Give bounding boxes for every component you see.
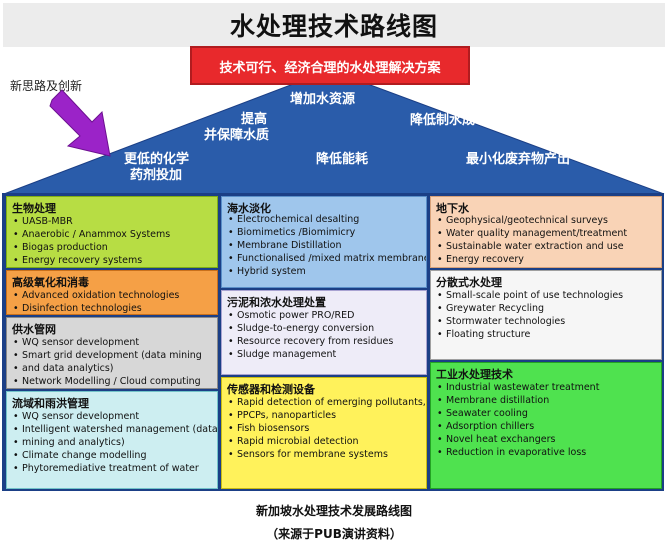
- list-item: Rapid detection of emerging pollutants,: [228, 396, 426, 409]
- list-item: Sensors for membrane systems: [228, 448, 426, 461]
- purple-arrow-icon: [49, 89, 111, 157]
- list-item: Phytoremediative treatment of water: [13, 462, 217, 475]
- list-item: Rapid microbial detection: [228, 435, 426, 448]
- box-advanced-oxidation: 高级氧化和消毒 Advanced oxidation technologies …: [6, 270, 218, 315]
- solution-banner-text: 技术可行、经济合理的水处理解决方案: [219, 61, 441, 76]
- figure-source: （来源于PUB演讲资料）: [266, 527, 402, 541]
- list-item: Membrane Distillation: [228, 239, 426, 252]
- box-title: 污泥和浓水处理处置: [227, 296, 326, 309]
- list-item: Electrochemical desalting: [228, 213, 426, 226]
- box-title: 流域和雨洪管理: [12, 397, 89, 410]
- list-item: UASB-MBR: [13, 215, 170, 228]
- roof-label-energy: 降低能耗: [316, 152, 369, 167]
- list-item: Greywater Recycling: [437, 302, 623, 315]
- box-industrial: 工业水处理技术 Industrial wastewater treatment …: [430, 362, 662, 489]
- box-decentralized: 分散式水处理 Small-scale point of use technolo…: [430, 270, 662, 360]
- title-bar: [3, 3, 665, 47]
- list-item: Sludge-to-energy conversion: [228, 322, 393, 335]
- box-title: 供水管网: [12, 323, 56, 336]
- list-item: PPCPs, nanoparticles: [228, 409, 426, 422]
- list-item: WQ sensor development: [13, 410, 217, 423]
- list-item: and data analytics): [13, 362, 202, 375]
- box-title: 海水淡化: [227, 202, 271, 215]
- box-list: Small-scale point of use technologies Gr…: [437, 289, 623, 341]
- list-item: Advanced oxidation technologies: [13, 289, 179, 302]
- list-item: Membrane distillation: [437, 394, 599, 407]
- list-item: Intelligent watershed management (data: [13, 423, 217, 436]
- box-list: WQ sensor development Intelligent waters…: [13, 410, 217, 475]
- list-item: Functionalised /mixed matrix membrane: [228, 252, 426, 265]
- box-title: 地下水: [436, 202, 469, 215]
- roof-label-waste: 最小化废弃物产出: [466, 152, 571, 167]
- list-item: Floating structure: [437, 328, 623, 341]
- list-item: Biomimetics /Biomimicry: [228, 226, 426, 239]
- roof-label-chemicals-2: 药剂投加: [130, 168, 183, 183]
- list-item: Reduction in evaporative loss: [437, 446, 599, 459]
- page-title: 水处理技术路线图: [229, 12, 438, 41]
- list-item: Anaerobic / Anammox Systems: [13, 228, 170, 241]
- new-ideas-label: 新思路及创新: [10, 79, 83, 93]
- list-item: Sludge management: [228, 348, 393, 361]
- list-item: Biogas production: [13, 241, 170, 254]
- list-item: Energy recovery systems: [13, 254, 170, 267]
- box-list: Advanced oxidation technologies Disinfec…: [13, 289, 179, 314]
- box-list: Industrial wastewater treatment Membrane…: [437, 381, 599, 459]
- list-item: Seawater cooling: [437, 407, 599, 420]
- box-title: 工业水处理技术: [436, 368, 513, 381]
- list-item: Industrial wastewater treatment: [437, 381, 599, 394]
- list-item: Geophysical/geotechnical surveys: [437, 214, 627, 227]
- box-list: WQ sensor development Smart grid develop…: [13, 336, 202, 388]
- box-desalination: 海水淡化 Electrochemical desalting Biomimeti…: [221, 196, 427, 288]
- list-item: Adsorption chillers: [437, 420, 599, 433]
- box-list: Geophysical/geotechnical surveys Water q…: [437, 214, 627, 266]
- roof-label-improve-2: 并保障水质: [204, 128, 270, 143]
- box-list: Rapid detection of emerging pollutants, …: [228, 396, 426, 461]
- list-item: Hybrid system: [228, 265, 426, 278]
- list-item: WQ sensor development: [13, 336, 202, 349]
- list-item: Energy recovery: [437, 253, 627, 266]
- box-title: 高级氧化和消毒: [12, 276, 89, 289]
- box-sludge-brine: 污泥和浓水处理处置 Osmotic power PRO/RED Sludge-t…: [221, 290, 427, 375]
- box-catchment-stormwater: 流域和雨洪管理 WQ sensor development Intelligen…: [6, 391, 218, 489]
- list-item: Climate change modelling: [13, 449, 217, 462]
- list-item: Smart grid development (data mining: [13, 349, 202, 362]
- roof-label-chemicals-1: 更低的化学: [124, 152, 190, 167]
- box-list: Osmotic power PRO/RED Sludge-to-energy c…: [228, 309, 393, 361]
- roof-label-reduce-cost: 降低制水成本: [410, 113, 489, 128]
- box-title: 传感器和检测设备: [227, 383, 315, 396]
- roof-label-increase-water: 增加水资源: [290, 92, 356, 107]
- list-item: Novel heat exchangers: [437, 433, 599, 446]
- roof-label-improve-1: 提高: [240, 112, 267, 127]
- box-title: 分散式水处理: [436, 276, 502, 289]
- list-item: Sustainable water extraction and use: [437, 240, 627, 253]
- list-item: mining and analytics): [13, 436, 217, 449]
- list-item: Disinfection technologies: [13, 302, 179, 314]
- box-list: Electrochemical desalting Biomimetics /B…: [228, 213, 426, 278]
- box-title: 生物处理: [12, 202, 56, 215]
- box-water-supply-network: 供水管网 WQ sensor development Smart grid de…: [6, 317, 218, 389]
- box-sensors: 传感器和检测设备 Rapid detection of emerging pol…: [221, 377, 427, 489]
- list-item: Stormwater technologies: [437, 315, 623, 328]
- box-biological-treatment: 生物处理 UASB-MBR Anaerobic / Anammox System…: [6, 196, 218, 268]
- list-item: Small-scale point of use technologies: [437, 289, 623, 302]
- box-list: UASB-MBR Anaerobic / Anammox Systems Bio…: [13, 215, 170, 267]
- box-groundwater: 地下水 Geophysical/geotechnical surveys Wat…: [430, 196, 662, 268]
- list-item: Resource recovery from residues: [228, 335, 393, 348]
- list-item: Fish biosensors: [228, 422, 426, 435]
- solution-banner: 技术可行、经济合理的水处理解决方案: [190, 46, 470, 85]
- list-item: Osmotic power PRO/RED: [228, 309, 393, 322]
- list-item: Network Modelling / Cloud computing: [13, 375, 202, 388]
- list-item: Water quality management/treatment: [437, 227, 627, 240]
- figure-caption: 新加坡水处理技术发展路线图: [255, 504, 412, 518]
